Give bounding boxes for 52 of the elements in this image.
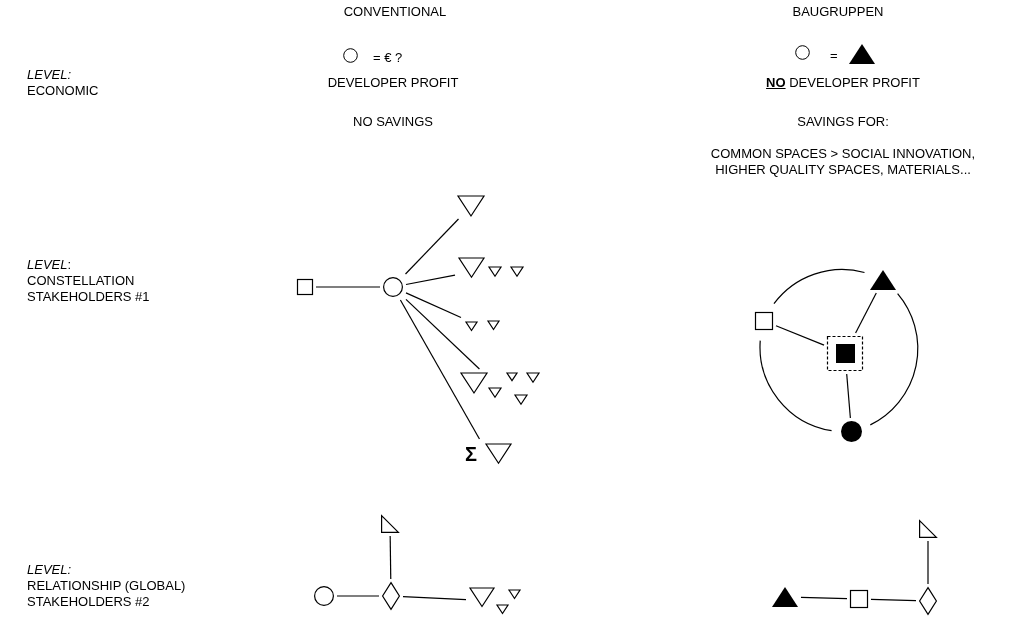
connector-line	[389, 535, 392, 580]
connector-line	[402, 596, 467, 601]
label-text: LEVEL:	[27, 67, 72, 83]
label-text: BAUGRUPPEN	[791, 4, 885, 20]
triangle-node	[870, 270, 896, 290]
triangle-node	[772, 587, 798, 607]
diamond-node	[919, 587, 937, 615]
connector-line	[846, 373, 851, 419]
arc-line	[773, 268, 866, 305]
label-text: = € ?	[373, 50, 404, 66]
square-node	[755, 312, 773, 330]
label-text: CONVENTIONAL	[342, 4, 448, 20]
connector-line	[315, 286, 381, 288]
square-node	[850, 590, 868, 608]
label-text: LEVEL:	[27, 562, 72, 578]
label-text: CONSTELLATION STAKEHOLDERS #1	[27, 273, 151, 305]
label-text: ECONOMIC	[27, 83, 99, 99]
circle-node	[314, 586, 334, 606]
circle-node	[841, 421, 862, 442]
connector-line	[336, 595, 380, 597]
connector-line	[405, 298, 481, 370]
arc-line	[869, 293, 919, 426]
label-text: NO DEVELOPER PROFIT	[765, 75, 921, 91]
label-text: SAVINGS FOR:	[796, 114, 890, 130]
connector-line	[399, 299, 481, 440]
label-text: RELATIONSHIP (GLOBAL) STAKEHOLDERS #2	[27, 578, 187, 610]
connector-line	[855, 292, 877, 334]
connector-line	[405, 292, 462, 319]
connector-line	[404, 218, 460, 275]
label-text: LEVEL:	[27, 257, 72, 273]
square-node	[297, 279, 313, 295]
triangle-node	[381, 515, 399, 533]
arc-line	[759, 340, 833, 432]
connector-line	[927, 540, 929, 585]
triangle-node	[458, 196, 484, 216]
triangle-node	[469, 586, 521, 616]
triangle-node	[460, 372, 541, 406]
triangle-node	[919, 520, 937, 538]
connector-line	[405, 274, 456, 286]
connector-line	[800, 596, 848, 600]
circle-node	[383, 277, 403, 297]
label-text: =	[830, 48, 839, 64]
label-text: COMMON SPACES > SOCIAL INNOVATION, HIGHER QUALITY SPACES, MATERIALS...	[709, 146, 977, 178]
label-text: NO SAVINGS	[352, 114, 434, 130]
connector-line	[775, 325, 825, 346]
dashed-square-node	[827, 336, 863, 371]
label-text: DEVELOPER PROFIT	[326, 75, 460, 91]
connector-line	[870, 598, 917, 602]
triangle-node	[458, 257, 526, 279]
diamond-node	[382, 582, 400, 610]
square-node	[835, 344, 855, 363]
triangle-node	[464, 320, 500, 334]
